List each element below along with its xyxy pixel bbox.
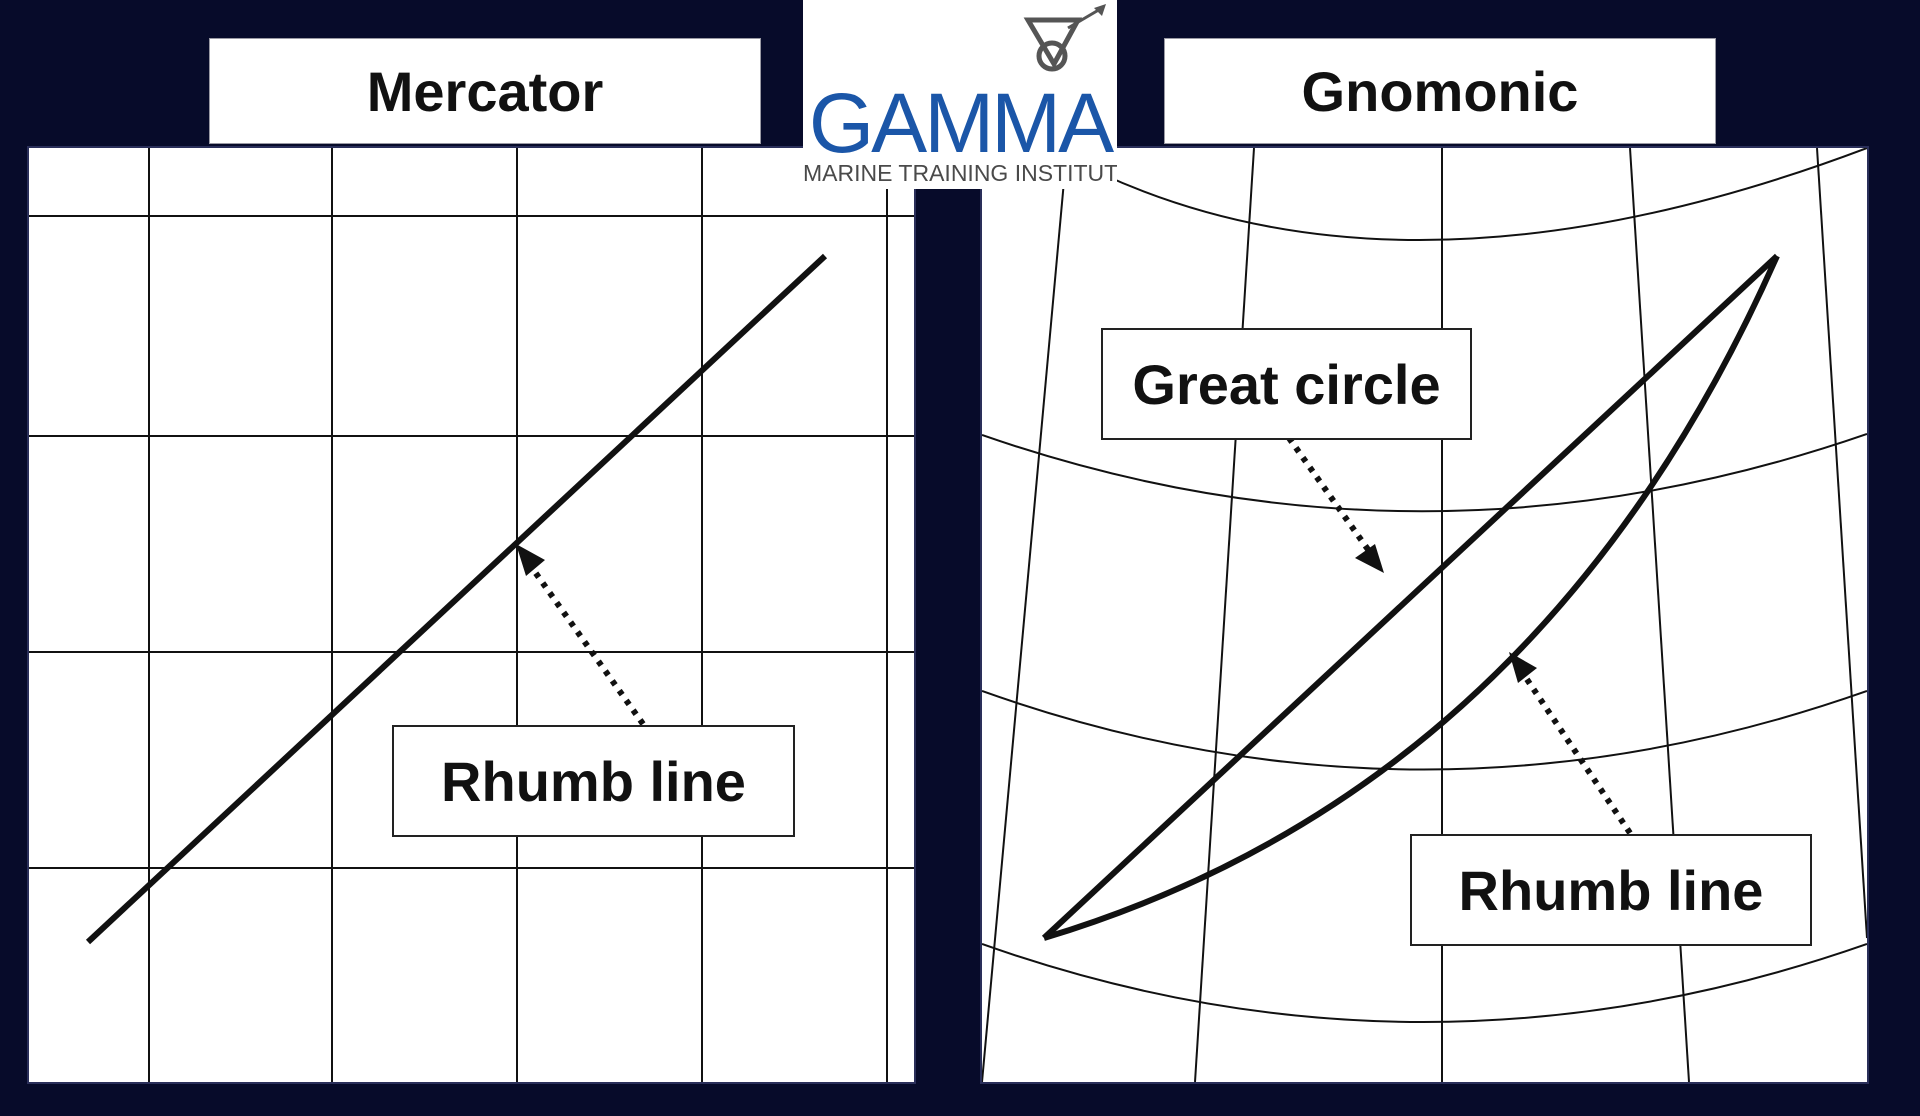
gnomonic-rhumb-arrowhead [1509,652,1537,683]
great-circle-arrowhead [1355,544,1384,573]
mercator-title: Mercator [209,38,761,144]
mercator-arrowhead [516,544,545,576]
gnomonic-meridian [1816,148,1867,939]
gnomonic-title-text: Gnomonic [1301,59,1579,123]
great-circle-label-text: Great circle [1132,352,1441,416]
gnomonic-rhumb-label-text: Rhumb line [1458,858,1764,922]
logo-wordmark: GAMMA [808,76,1114,170]
gnomonic-title: Gnomonic [1164,38,1716,144]
gamma-logo: GAMMA MARINE TRAINING INSTITUTE [803,0,1117,189]
gnomonic-rhumb-pointer-arrow [1515,664,1633,835]
mercator-rhumb-line [85,253,828,945]
logo-mark-icon [1023,4,1106,72]
great-circle-label: Great circle [1101,328,1472,440]
gnomonic-rhumb-line [1043,254,1780,941]
mercator-pointer-arrow [522,556,646,726]
gnomonic-parallel [982,690,1867,771]
gnomonic-panel: Great circle Rhumb line [980,146,1869,1084]
great-circle-pointer-arrow [1286,436,1377,560]
gnomonic-parallel [1101,148,1867,242]
mercator-grid [29,148,914,1082]
gnomonic-meridian [982,148,1068,1082]
gnomonic-parallel [982,433,1867,513]
gnomonic-great-circle [1041,253,1780,941]
mercator-panel: Rhumb line [27,146,916,1084]
gnomonic-rhumb-label: Rhumb line [1410,834,1812,946]
mercator-title-text: Mercator [366,59,604,123]
gnomonic-meridian [1194,148,1255,1082]
mercator-diagram [29,148,914,1082]
mercator-rhumb-label-text: Rhumb line [441,749,746,813]
mercator-rhumb-label: Rhumb line [392,725,795,837]
logo-tagline: MARINE TRAINING INSTITUTE [803,160,1117,186]
gnomonic-parallel [982,943,1867,1023]
